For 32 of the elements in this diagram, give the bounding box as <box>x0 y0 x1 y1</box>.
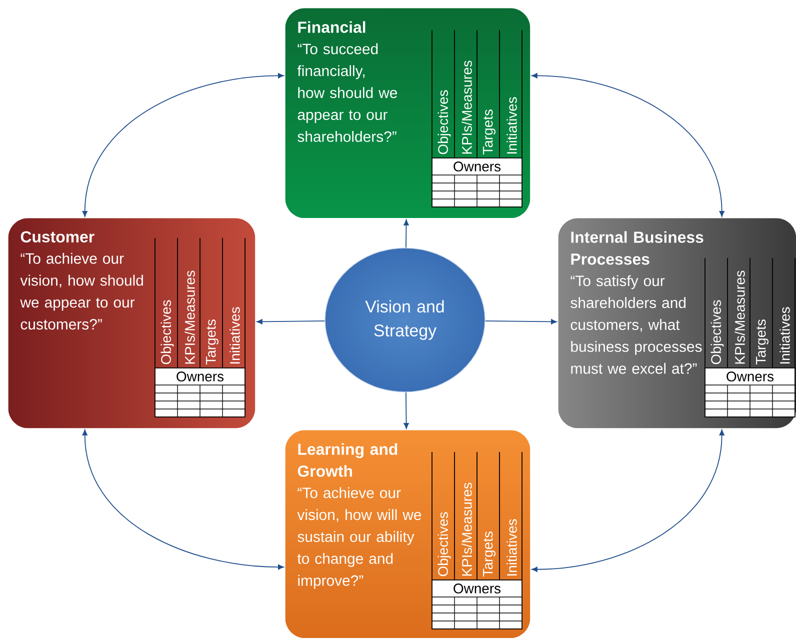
column-header: Objectives <box>160 300 174 364</box>
panel-heading: Customer <box>20 231 94 242</box>
column-header: KPIs/Measures <box>462 60 472 154</box>
column-header: Initiatives <box>230 307 240 364</box>
arrow <box>532 73 724 217</box>
column-header: Targets <box>206 320 218 364</box>
column-header: Objectives <box>710 300 724 364</box>
arrow <box>256 319 326 324</box>
column-header: KPIs/Measures <box>462 482 472 576</box>
column-header: Objectives <box>438 90 451 154</box>
panel-heading: Learning and Growth <box>298 443 398 477</box>
column-header: Initiatives <box>780 307 790 364</box>
arrow <box>82 73 284 217</box>
question-text: “To succeed financially, how should we appear to our shareholders?” <box>297 43 398 142</box>
question-text: “To satisfy our shareholders and customers, what business processes must we excel at?” <box>570 275 702 374</box>
column-header: Initiatives <box>506 97 517 154</box>
column-header: KPIs/Measures <box>184 270 195 364</box>
column-header: KPIs/Measures <box>734 270 745 364</box>
column-header: Targets <box>483 532 496 576</box>
question-text: “To achieve our vision, how will we sustain our ability to change and improve?” <box>297 487 422 589</box>
column-header: Targets <box>483 110 496 154</box>
column-header: Targets <box>756 320 768 364</box>
arrow <box>82 430 284 570</box>
arrow <box>484 319 557 324</box>
panel-heading: Internal Business Processes <box>571 231 704 265</box>
arrow <box>532 430 724 572</box>
arrow <box>404 392 409 429</box>
column-header: Initiatives <box>506 519 517 576</box>
column-header: Objectives <box>438 512 451 576</box>
panel-heading: Financial <box>298 21 366 33</box>
question-text: “To achieve our vision, how should we appear to our customers?” <box>20 252 143 330</box>
arrow <box>404 220 409 248</box>
